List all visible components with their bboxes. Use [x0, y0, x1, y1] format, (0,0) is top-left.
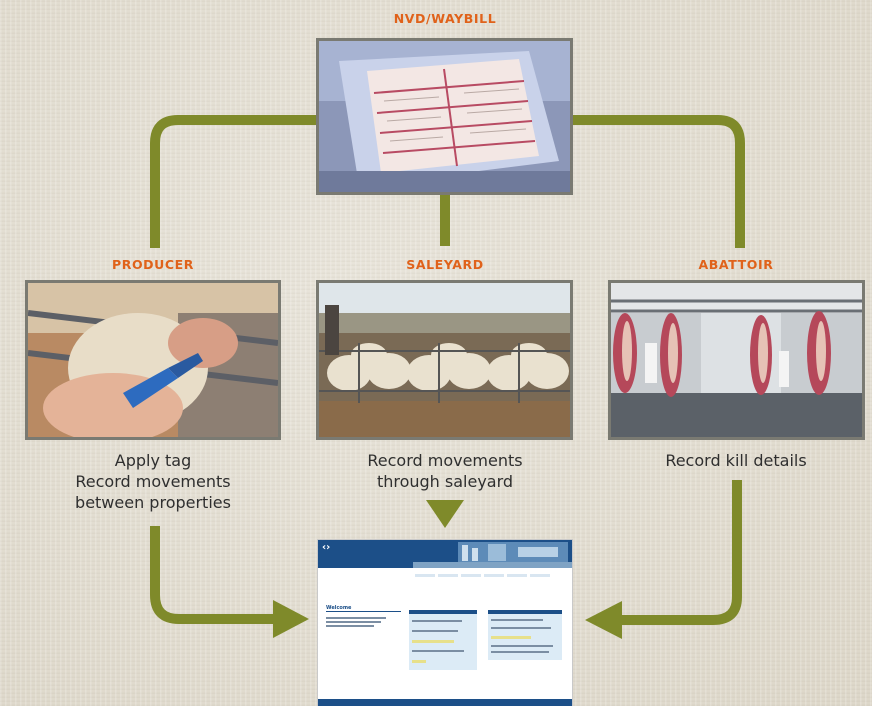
connector-abattoir-website: [620, 480, 742, 625]
producer-photo: [25, 280, 281, 440]
welcome-heading: Welcome: [326, 605, 401, 612]
abattoir-line-1: Record kill details: [665, 451, 807, 470]
database-website-thumbnail: ‹› Welcome: [318, 540, 572, 706]
website-login-panel: [409, 610, 477, 670]
producer-heading: PRODUCER: [111, 257, 195, 272]
arrowhead-producer: [273, 600, 309, 638]
saleyard-photo: [316, 280, 573, 440]
website-logo-icon: ‹›: [322, 542, 331, 553]
website-banner-image: [458, 542, 568, 562]
arrowhead-abattoir: [585, 601, 622, 639]
abattoir-description: Record kill details: [616, 450, 856, 471]
producer-description: Apply tag Record movements between prope…: [33, 450, 273, 513]
connector-nvd-producer: [150, 115, 318, 248]
nvd-heading: NVD/WAYBILL: [393, 11, 497, 26]
arrowhead-saleyard: [426, 500, 464, 528]
abattoir-heading: ABATTOIR: [698, 257, 774, 272]
saleyard-heading: SALEYARD: [406, 257, 484, 272]
producer-line-1: Apply tag: [114, 451, 192, 470]
saleyard-line-2: through saleyard: [376, 472, 514, 491]
producer-line-3: between properties: [75, 493, 231, 512]
website-footer: [318, 699, 572, 706]
saleyard-line-1: Record movements: [367, 451, 523, 470]
saleyard-description: Record movements through saleyard: [325, 450, 565, 492]
nvd-waybill-photo: [316, 38, 573, 195]
website-header: ‹›: [318, 540, 572, 568]
abattoir-photo: [608, 280, 865, 440]
website-help-panel: [488, 610, 562, 660]
website-welcome-panel: Welcome: [326, 605, 401, 627]
producer-line-2: Record movements: [75, 472, 231, 491]
connector-producer-website: [150, 526, 275, 624]
connector-nvd-abattoir: [572, 115, 745, 248]
website-nav: [413, 562, 572, 577]
